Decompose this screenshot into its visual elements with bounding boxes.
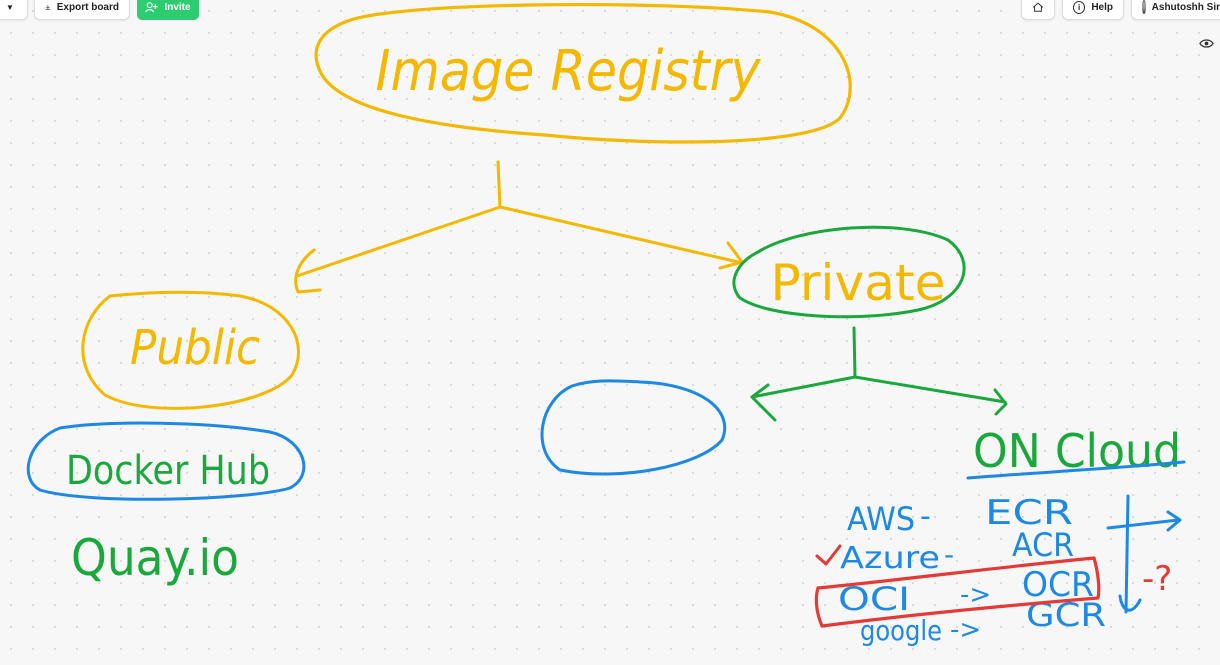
on-prim-node (540, 379, 727, 476)
help-label: Help (1091, 1, 1113, 13)
on-prim-ellipse (540, 379, 727, 476)
question-annotation: -? (1142, 559, 1172, 599)
branch-to-on-cloud-line (853, 375, 1007, 404)
branch-to-private-line (498, 205, 740, 264)
cloud-row-provider: AWS (847, 500, 915, 538)
invite-button[interactable]: Invite (137, 0, 199, 20)
checkmark-annotation (815, 544, 842, 566)
branch-to-public-line (295, 205, 502, 278)
on-cloud-node: ON Cloud (966, 424, 1186, 480)
private-stem-line (852, 326, 857, 379)
invite-label: Invite (164, 1, 191, 13)
docker-hub-ellipse (26, 421, 306, 501)
chevron-down-icon: ▼ (6, 2, 14, 12)
cloud-row-separator: - (920, 499, 931, 534)
docker-hub-label: Docker Hub (66, 448, 270, 494)
cloud-row-provider: OCI (838, 580, 910, 618)
cloud-row-registry: ACR (1012, 526, 1074, 564)
home-icon (1032, 2, 1044, 12)
on-cloud-underline (966, 460, 1186, 480)
oci-highlight-box (814, 556, 1101, 628)
info-icon: i (1073, 0, 1086, 14)
download-icon (45, 4, 51, 10)
help-button[interactable]: i Help (1062, 0, 1124, 20)
eye-icon[interactable] (1199, 38, 1214, 49)
private-arrowhead (718, 241, 744, 270)
public-label: Public (130, 320, 260, 376)
cloud-row-registry: ECR (985, 493, 1073, 533)
user-name: Ashutoshh Sir (1151, 1, 1220, 13)
on-prim-arrowhead (750, 383, 777, 422)
cloud-row-separator: -> (950, 615, 981, 645)
user-menu[interactable]: Ashutoshh Sir (1131, 0, 1220, 20)
avatar (1142, 0, 1146, 14)
on-cloud-arrowhead (993, 388, 1008, 416)
cloud-registry-list: AWS - ECR Azure - ACR OCI -> OCR google … (838, 493, 1106, 647)
right-arrow (1106, 510, 1182, 532)
root-label: Image Registry (376, 39, 762, 104)
bracket-bottom-curl (1118, 594, 1142, 612)
public-ellipse (81, 290, 300, 410)
home-button[interactable] (1021, 0, 1055, 20)
cloud-row-separator: - (944, 538, 954, 571)
root-node: Image Registry (314, 3, 852, 144)
export-board-button[interactable]: Export board (34, 0, 130, 20)
quay-io-label: Quay.io (71, 529, 239, 587)
board-menu-dropdown[interactable]: ▼ (0, 0, 28, 20)
branch-to-on-prim-line (750, 375, 857, 399)
docker-hub-node: Docker Hub (26, 421, 306, 501)
root-ellipse (314, 3, 852, 144)
public-node: Public (81, 290, 300, 410)
public-arrowhead (294, 248, 322, 294)
private-ellipse (732, 225, 966, 319)
bracket-vertical-line (1124, 494, 1130, 614)
add-user-icon (145, 2, 158, 13)
private-node: Private (732, 225, 966, 319)
cloud-row-separator: -> (960, 580, 991, 610)
export-board-label: Export board (56, 1, 119, 13)
private-label: Private (771, 254, 946, 312)
cloud-row-provider: Azure (840, 541, 940, 576)
root-stem-line (496, 160, 502, 209)
